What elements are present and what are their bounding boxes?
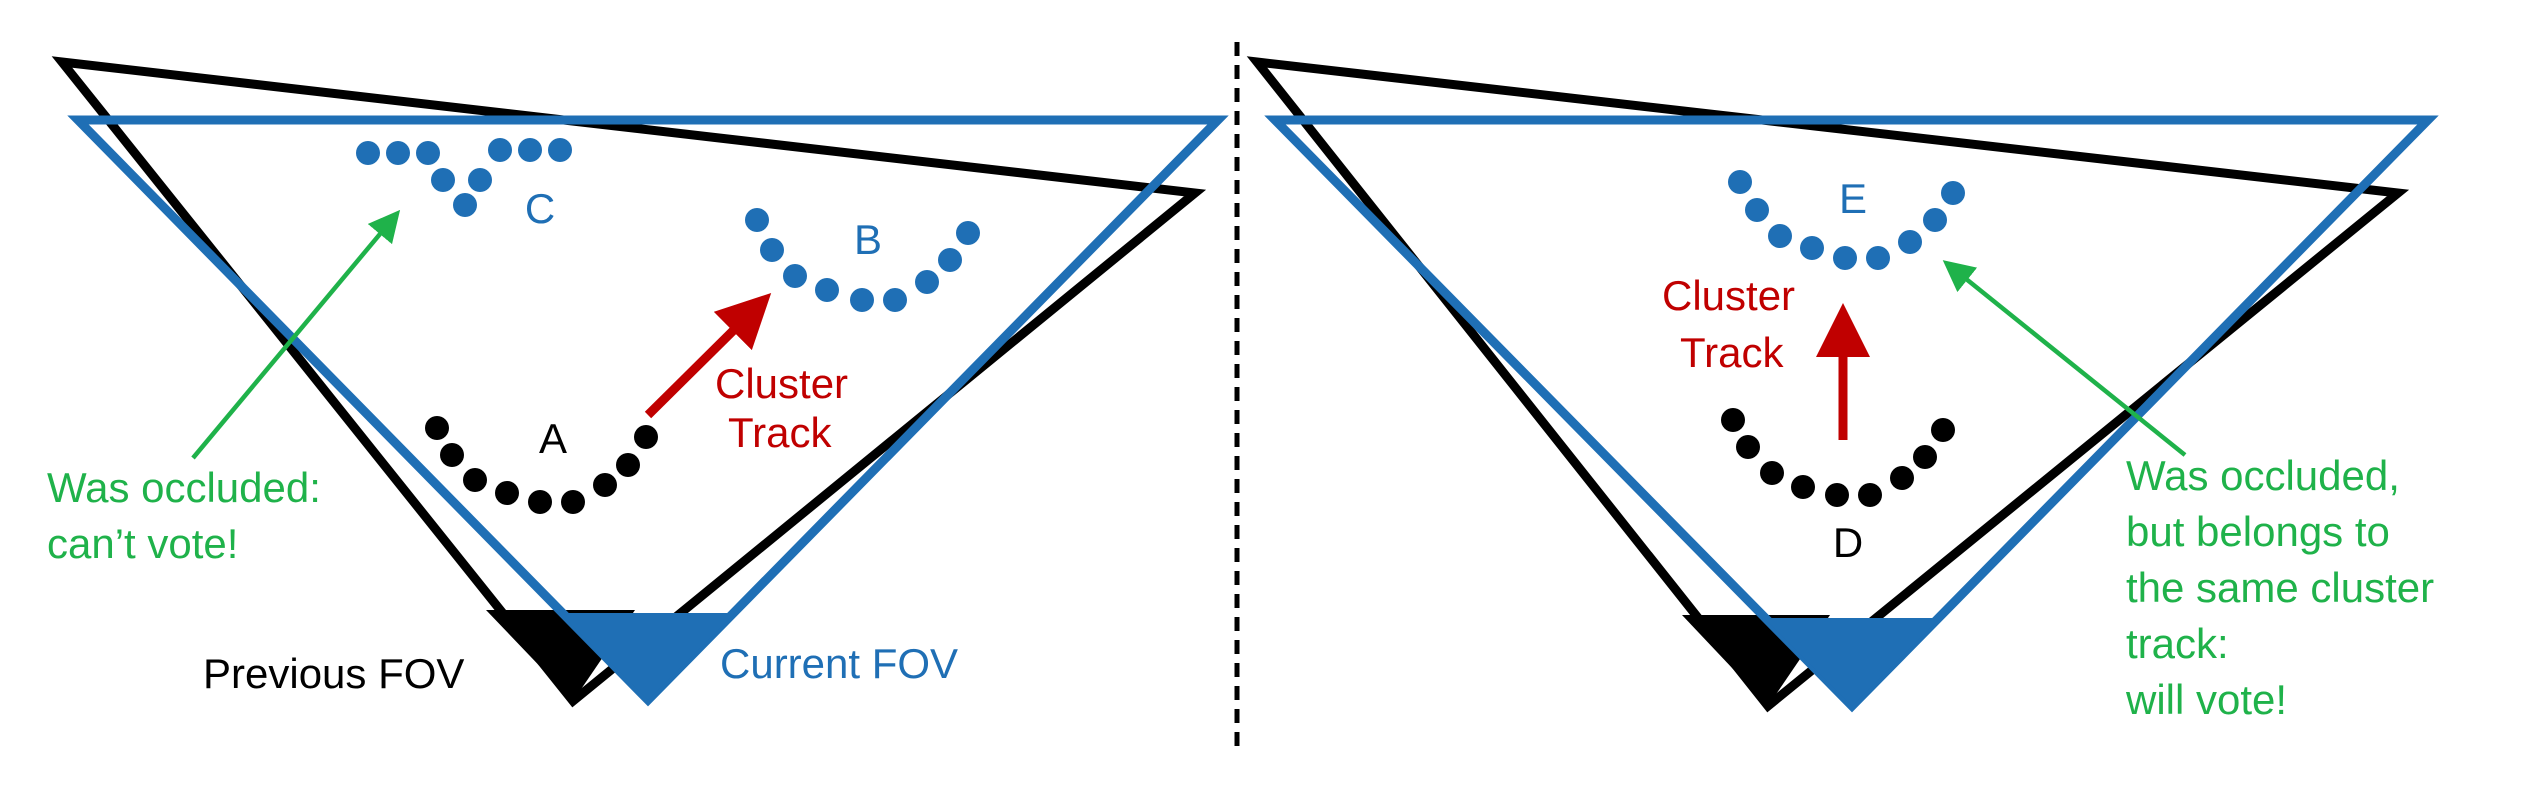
cluster-point: [440, 443, 464, 467]
cluster-point: [1931, 418, 1955, 442]
current-fov-triangle: [1264, 115, 2439, 713]
cluster-point: [1825, 483, 1849, 507]
cluster-point: [1858, 483, 1882, 507]
cluster-point: [593, 473, 617, 497]
right-panel: E D Cluster Track Was occluded, but belo…: [1246, 56, 2439, 723]
will-vote-label-line2: but belongs to: [2126, 508, 2390, 555]
cluster-track-label-line2: Track: [1680, 329, 1784, 376]
cluster-point: [468, 168, 492, 192]
cluster-point: [528, 490, 552, 514]
cluster-point: [1745, 198, 1769, 222]
previous-fov-triangle: [1246, 56, 2410, 713]
cluster-point: [745, 208, 769, 232]
cluster-point: [561, 490, 585, 514]
will-vote-label-line3: the same cluster: [2126, 564, 2434, 611]
cluster-a-label: A: [539, 415, 567, 462]
cluster-e-label: E: [1839, 175, 1867, 222]
cluster-point: [463, 468, 487, 492]
cluster-point: [1913, 445, 1937, 469]
cluster-d-label: D: [1833, 519, 1863, 566]
cluster-track-label-line2: Track: [728, 409, 832, 456]
cluster-b-points: [745, 208, 980, 312]
previous-fov-triangle: [51, 56, 1207, 708]
cluster-point: [488, 138, 512, 162]
cluster-point: [1791, 475, 1815, 499]
cluster-c-points: [356, 138, 572, 217]
previous-fov-label: Previous FOV: [203, 650, 464, 697]
cluster-point: [883, 288, 907, 312]
cluster-b-label: B: [854, 216, 882, 263]
cluster-point: [850, 288, 874, 312]
will-vote-label-line1: Was occluded,: [2126, 452, 2400, 499]
cluster-a-points: [425, 416, 658, 514]
cluster-point: [783, 264, 807, 288]
cluster-point: [956, 221, 980, 245]
cluster-point: [938, 248, 962, 272]
cluster-point: [1923, 208, 1947, 232]
current-fov-sensor: [560, 613, 735, 700]
cluster-point: [616, 453, 640, 477]
cluster-point: [518, 138, 542, 162]
cluster-point: [1833, 246, 1857, 270]
cluster-c-label: C: [525, 185, 555, 232]
cluster-point: [416, 141, 440, 165]
cluster-track-arrow: [644, 293, 772, 419]
cluster-point: [386, 141, 410, 165]
occluded-arrow: [191, 209, 401, 460]
cluster-point: [815, 278, 839, 302]
cluster-d-points: [1721, 408, 1955, 507]
cluster-point: [1800, 236, 1824, 260]
will-vote-label-line4: track:: [2126, 620, 2229, 667]
cluster-point: [915, 270, 939, 294]
cluster-point: [431, 168, 455, 192]
cluster-point: [1760, 461, 1784, 485]
cluster-e-points: [1728, 170, 1965, 270]
current-fov-label: Current FOV: [720, 640, 958, 687]
cluster-point: [356, 141, 380, 165]
cluster-point: [425, 416, 449, 440]
cluster-point: [453, 193, 477, 217]
cluster-point: [1898, 230, 1922, 254]
current-fov-triangle: [67, 115, 1229, 707]
occluded-label-line1: Was occluded:: [47, 464, 321, 511]
cluster-track-label-line1: Cluster: [715, 360, 848, 407]
cluster-point: [1768, 224, 1792, 248]
cluster-point: [1866, 246, 1890, 270]
current-fov-sensor: [1764, 618, 1940, 706]
will-vote-arrow: [1942, 260, 2187, 457]
cluster-point: [1890, 466, 1914, 490]
occluded-label-line2: can’t vote!: [47, 520, 238, 567]
cluster-point: [1721, 408, 1745, 432]
will-vote-label-line5: will vote!: [2125, 676, 2287, 723]
cluster-point: [634, 425, 658, 449]
cluster-point: [548, 138, 572, 162]
left-panel: C B A Cluster T: [47, 56, 1229, 708]
cluster-point: [1736, 435, 1760, 459]
cluster-point: [495, 481, 519, 505]
cluster-point: [1728, 170, 1752, 194]
cluster-point: [760, 238, 784, 262]
cluster-point: [1941, 181, 1965, 205]
cluster-track-label-line1: Cluster: [1662, 272, 1795, 319]
